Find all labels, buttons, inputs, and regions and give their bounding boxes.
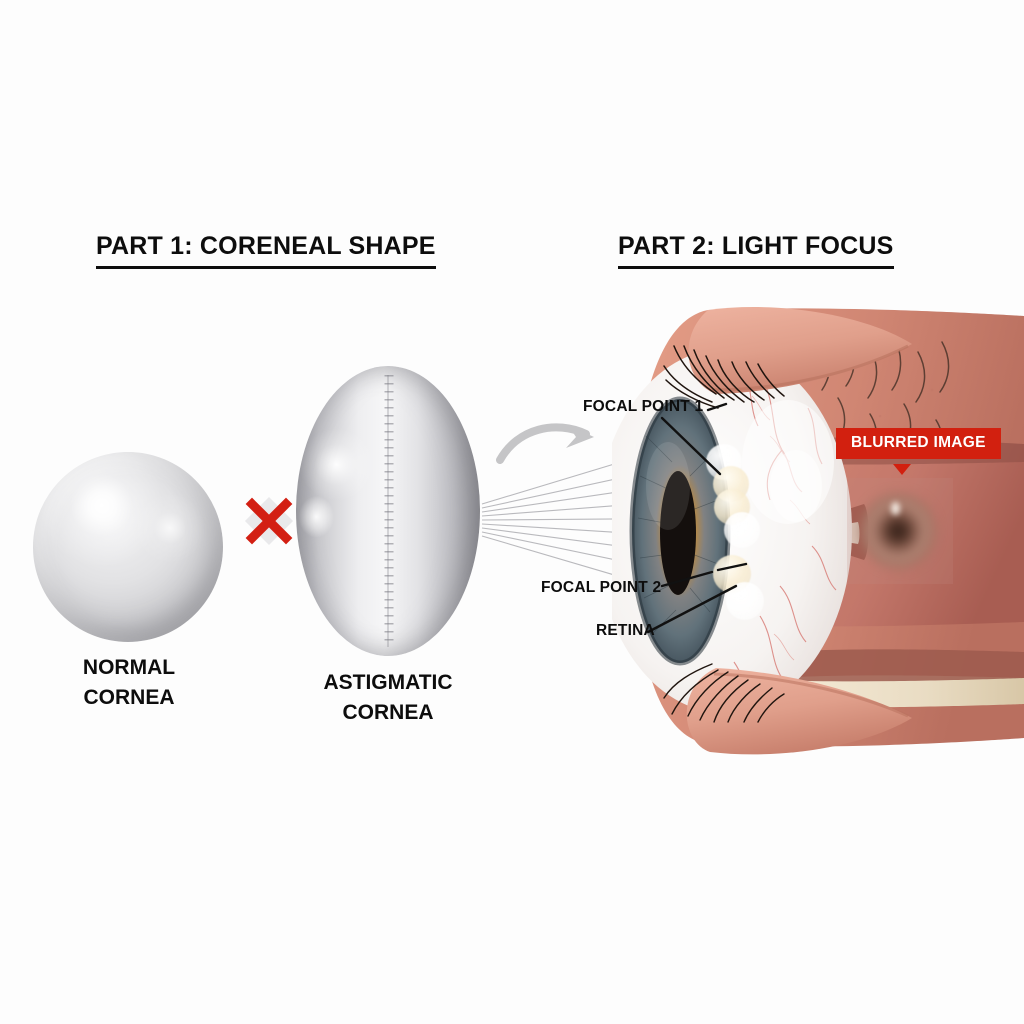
callout-focal-point-1: FOCAL POINT 1 [583, 398, 704, 415]
normal-cornea-sphere [33, 452, 223, 642]
cornea-seam-line [384, 374, 394, 648]
part-2-heading: PART 2: LIGHT FOCUS [618, 232, 894, 269]
callout-focal-point-2: FOCAL POINT 2 [541, 579, 662, 596]
transition-arrow-icon [496, 414, 604, 472]
astigmatic-cornea-label: ASTIGMATIC CORNEA [323, 671, 453, 724]
callout-leader-lines [540, 390, 800, 660]
blurred-image-badge: BLURRED IMAGE [836, 428, 1001, 459]
blurred-image-pointer-icon [893, 464, 911, 475]
cross-mark-icon [240, 492, 298, 550]
eye-cross-section-illustration [612, 286, 1024, 776]
astigmatic-cornea-ellipsoid [296, 366, 480, 656]
callout-retina: RETINA [596, 622, 655, 639]
part-1-heading: PART 1: CORENEAL SHAPE [96, 232, 436, 269]
normal-cornea-label: NORMAL CORNEA [82, 656, 176, 709]
